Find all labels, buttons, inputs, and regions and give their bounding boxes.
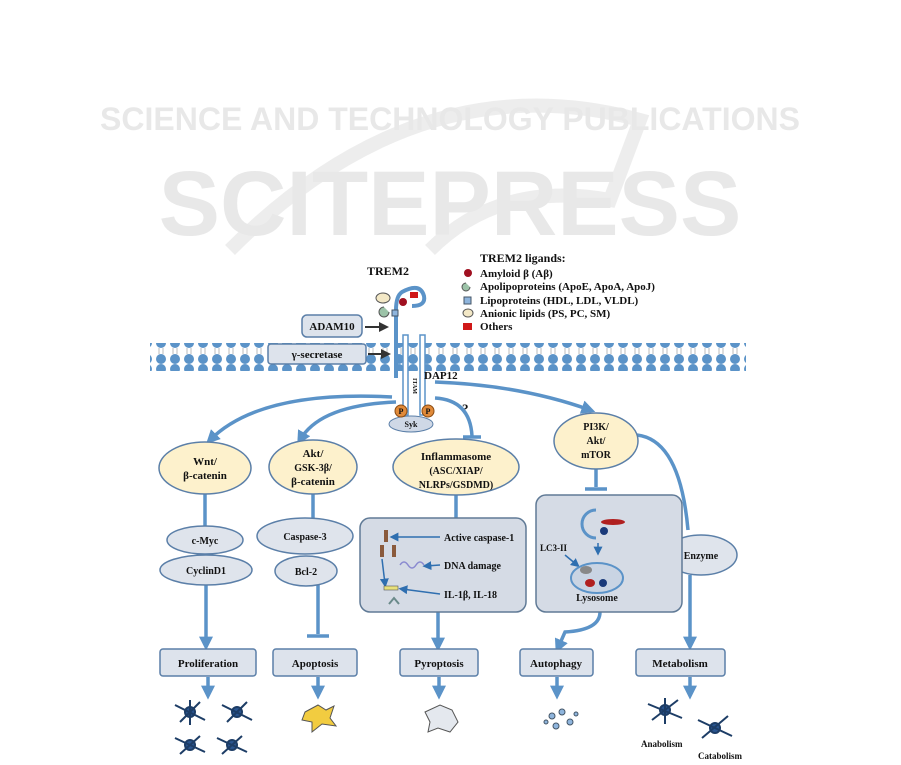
- lysosome-label: Lysosome: [576, 593, 618, 604]
- svg-text:Pyroptosis: Pyroptosis: [414, 658, 464, 670]
- syk-label: Syk: [405, 420, 418, 429]
- apolipoprotein-icon: [378, 306, 390, 318]
- apolipoprotein-icon: [461, 282, 471, 292]
- svg-text:Caspase-3: Caspase-3: [283, 532, 326, 543]
- svg-text:Autophagy: Autophagy: [530, 658, 582, 670]
- cyclind1-node: CyclinD1: [159, 554, 253, 586]
- itam-label: ITAM: [411, 378, 417, 394]
- lipoprotein-icon: [463, 296, 472, 305]
- dna-icon: [399, 561, 425, 569]
- autophagic-cell-icon: [543, 708, 579, 730]
- adam10-box: ADAM10: [301, 314, 363, 338]
- cell-membrane: [150, 343, 746, 371]
- svg-text:Proliferation: Proliferation: [178, 658, 238, 670]
- outcome-apoptosis: Apoptosis: [272, 648, 358, 677]
- syk-kinase: [388, 415, 434, 433]
- phospho-left-icon: [394, 404, 408, 418]
- svg-text:Wnt/: Wnt/: [193, 456, 218, 468]
- proliferating-microglia-icon: [174, 700, 253, 755]
- gamma-secretase-box: γ-secretase: [267, 343, 367, 365]
- dna-damage-label: DNA damage: [444, 561, 502, 572]
- autolysosome-icon: [570, 562, 624, 594]
- svg-text:Bcl-2: Bcl-2: [295, 567, 317, 578]
- active-caspase-1-label: Active caspase-1: [444, 533, 514, 544]
- outcome-pyroptosis: Pyroptosis: [399, 648, 479, 677]
- phospho-right-label: P: [426, 407, 431, 416]
- lipoprotein-icon: [391, 309, 399, 317]
- pyroptotic-cell-icon: [424, 704, 459, 733]
- caspase-3-node: Caspase-3: [256, 517, 354, 555]
- dap12-chain-right: [419, 334, 426, 416]
- svg-text:NLRPs/GSDMD): NLRPs/GSDMD): [419, 480, 493, 491]
- svg-text:β-catenin: β-catenin: [291, 476, 335, 488]
- watermark-subtitle: SCIENCE AND TECHNOLOGY PUBLICATIONS: [100, 101, 800, 137]
- svg-text:Enzyme: Enzyme: [684, 551, 719, 562]
- inflammasome-node: Inflammasome (ASC/XIAP/ NLRPs/GSDMD): [392, 438, 520, 496]
- dap12-chain-left: [402, 334, 409, 416]
- legend-item: Others: [480, 321, 513, 333]
- others-ligand-icon: [410, 292, 418, 298]
- trem2-receptor: [394, 285, 427, 378]
- receptor-icon: [388, 596, 400, 605]
- trem2-label: TREM2: [367, 264, 409, 278]
- svg-text:PI3K/: PI3K/: [583, 422, 609, 433]
- unknown-mechanism-mark: ?: [462, 401, 469, 416]
- svg-text:β-catenin: β-catenin: [183, 470, 227, 482]
- autophagy-mechanism-panel: LC3-II Lysosome: [535, 494, 683, 613]
- svg-text:Akt/: Akt/: [303, 448, 325, 460]
- svg-text:Apoptosis: Apoptosis: [292, 658, 339, 670]
- il-label: IL-1β, IL-18: [444, 590, 497, 601]
- apoptotic-cell-icon: [301, 704, 338, 734]
- pyroptosis-mechanism-panel: Active caspase-1 DNA damage IL-1β, IL-18: [359, 517, 527, 613]
- svg-text:Akt/: Akt/: [587, 436, 606, 447]
- anionic-lipid-icon: [462, 308, 474, 318]
- ligand-legend: TREM2 ligands: Amyloid β (Aβ) Apolipopro…: [461, 251, 655, 333]
- wnt-beta-catenin-node: Wnt/ β-catenin: [158, 441, 252, 495]
- watermark: SCIENCE AND TECHNOLOGY PUBLICATIONS SCIT…: [100, 98, 800, 255]
- phospho-right-icon: [421, 404, 435, 418]
- svg-text:γ-secretase: γ-secretase: [291, 349, 343, 361]
- legend-item: Lipoproteins (HDL, LDL, VLDL): [480, 295, 639, 307]
- bcl-2-node: Bcl-2: [274, 555, 338, 587]
- anabolism-label: Anabolism: [641, 739, 683, 749]
- svg-text:Metabolism: Metabolism: [652, 658, 708, 670]
- metabolic-microglia-icon: [647, 698, 733, 739]
- dap12-label: DAP12: [424, 370, 458, 382]
- svg-text:GSK-3β/: GSK-3β/: [294, 463, 332, 474]
- svg-text:(ASC/XIAP/: (ASC/XIAP/: [429, 466, 483, 477]
- svg-text:c-Myc: c-Myc: [192, 536, 219, 547]
- svg-text:mTOR: mTOR: [581, 450, 612, 461]
- svg-text:ADAM10: ADAM10: [309, 321, 355, 333]
- akt-gsk3b-node: Akt/ GSK-3β/ β-catenin: [268, 439, 358, 495]
- pathway-arrows: [199, 380, 697, 700]
- legend-item: Amyloid β (Aβ): [480, 268, 553, 280]
- pi3k-akt-mtor-node: PI3K/ Akt/ mTOR: [553, 412, 639, 470]
- legend-item: Apolipoproteins (ApoE, ApoA, ApoJ): [480, 281, 655, 293]
- others-ligand-icon: [463, 323, 472, 330]
- watermark-brand: SCITEPRESS: [159, 153, 742, 255]
- phagophore-icon: [580, 508, 597, 540]
- outcome-autophagy: Autophagy: [519, 648, 594, 677]
- legend-title: TREM2 ligands:: [480, 251, 566, 265]
- c-myc-node: c-Myc: [166, 525, 244, 555]
- svg-text:CyclinD1: CyclinD1: [186, 566, 226, 577]
- catabolism-label: Catabolism: [698, 751, 743, 761]
- amyloid-beta-icon: [464, 269, 472, 277]
- outcome-proliferation: Proliferation: [159, 648, 257, 677]
- lc3-ii-label: LC3-II: [540, 543, 568, 553]
- amyloid-beta-icon: [399, 298, 407, 306]
- outcome-metabolism: Metabolism: [635, 648, 726, 677]
- il-precursor-icon: [383, 585, 399, 591]
- legend-item: Anionic lipids (PS, PC, SM): [480, 308, 611, 320]
- phospho-left-label: P: [399, 407, 404, 416]
- svg-text:Inflammasome: Inflammasome: [421, 451, 491, 463]
- anionic-lipid-icon: [375, 292, 391, 304]
